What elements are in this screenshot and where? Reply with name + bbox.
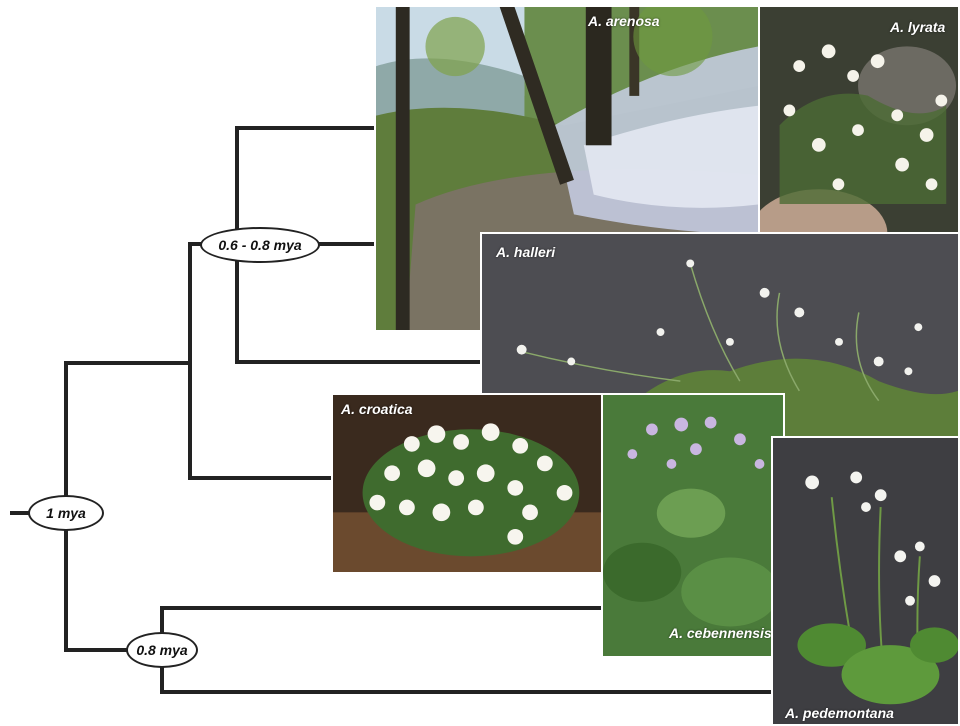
- croatica-label: A. croatica: [341, 401, 413, 417]
- node-root-age: 1 mya: [28, 495, 104, 531]
- node-upper-age: 0.6 - 0.8 mya: [200, 227, 320, 263]
- cebennensis-label: A. cebennensis: [669, 625, 772, 641]
- cebennensis-photo: A. cebennensis: [601, 393, 785, 658]
- pedemontana-photo: A. pedemontana: [771, 436, 960, 726]
- node-lower-age: 0.8 mya: [126, 632, 198, 668]
- pedemontana-label: A. pedemontana: [785, 705, 894, 721]
- halleri-label: A. halleri: [496, 244, 556, 260]
- lyrata-photo: A. lyrata: [758, 5, 960, 270]
- lyrata-label: A. lyrata: [890, 19, 946, 35]
- croatica-photo: A. croatica: [331, 393, 603, 574]
- arenosa-label: A. arenosa: [588, 13, 660, 29]
